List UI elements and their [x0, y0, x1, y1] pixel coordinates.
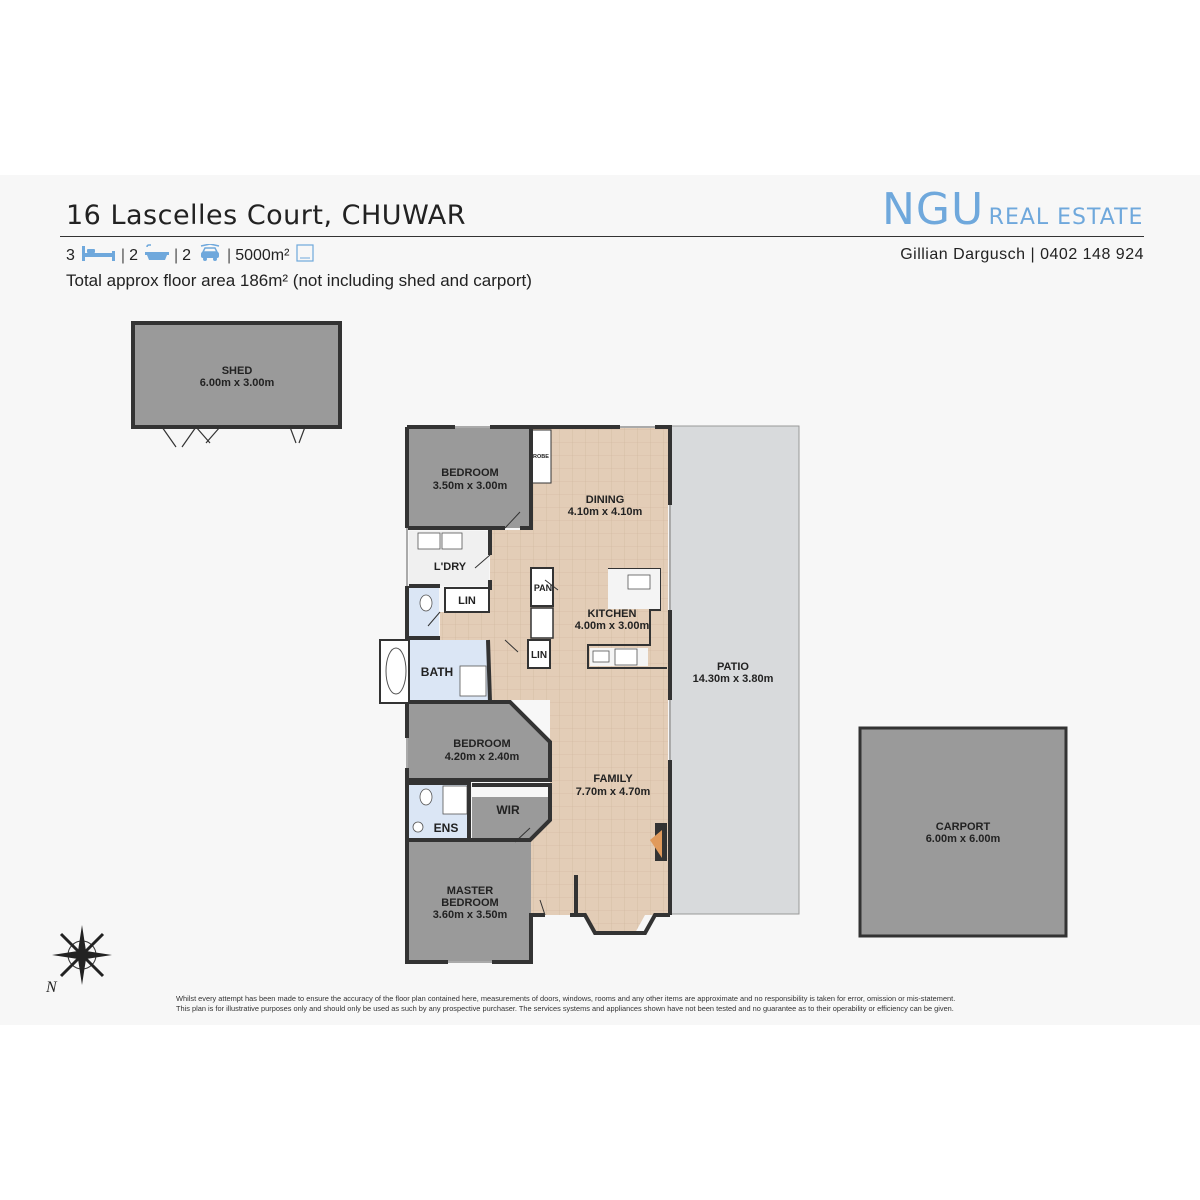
disclaimer: Whilst every attempt has been made to en… [176, 994, 1036, 1014]
shower-icon [459, 665, 487, 697]
family-label: FAMILY [593, 773, 633, 785]
bedroom-2-size: 4.20m x 2.40m [445, 751, 520, 763]
linen-cupboard-2 [527, 639, 551, 669]
disclaimer-line-1: Whilst every attempt has been made to en… [176, 994, 956, 1003]
toilet-icon [419, 594, 433, 612]
bathroom: BATH [379, 639, 490, 704]
oven-icon [592, 650, 610, 663]
master-label-1: MASTER [447, 885, 494, 897]
property-stats: 3 | 2 | 2 | 5000m² [66, 243, 315, 267]
compass-north-label: N [45, 979, 58, 996]
family-size: 7.70m x 4.70m [576, 786, 651, 798]
land-area-icon [295, 244, 315, 267]
carport: CARPORT 6.00m x 6.00m [858, 726, 1068, 938]
cooktop-icon [614, 648, 638, 666]
patio-size: 14.30m x 3.80m [693, 673, 774, 685]
property-address: 16 Lascelles Court, CHUWAR [66, 200, 467, 231]
bedroom-2: BEDROOM 4.20m x 2.40m [408, 702, 550, 780]
carport-size: 6.00m x 6.00m [926, 833, 1001, 845]
bed-icon [81, 244, 117, 267]
master-label-2: BEDROOM [441, 897, 498, 909]
dining-label: DINING [586, 494, 625, 506]
pantry [530, 567, 554, 607]
land-size: 5000m² [235, 246, 290, 264]
patio-label: PATIO [717, 661, 749, 673]
bedroom-1: BEDROOM 3.50m x 3.00m ROBE [407, 427, 552, 528]
living-floor [490, 427, 668, 933]
laundry-label: L'DRY [434, 561, 467, 573]
shed: SHED 6.00m x 3.00m [131, 321, 342, 448]
walk-in-robe: WIR [472, 797, 550, 840]
cars-count: 2 [182, 246, 192, 264]
header-rule [60, 236, 1144, 237]
windows [406, 426, 671, 963]
linen-cupboard-1 [444, 587, 490, 613]
agency-logo: NGU REAL ESTATE [882, 184, 1143, 235]
shed-size: 6.00m x 3.00m [200, 377, 275, 389]
bath-label: BATH [421, 665, 453, 679]
disclaimer-line-2: This plan is for illustrative purposes o… [176, 1004, 954, 1013]
robe-label: ROBE [533, 454, 549, 460]
shed-label: SHED [222, 365, 253, 377]
patio: PATIO 14.30m x 3.80m [669, 425, 800, 915]
car-icon [197, 243, 223, 267]
ensuite: ENS [409, 783, 469, 839]
pantry-label: PAN [534, 583, 552, 593]
doors [427, 511, 559, 916]
bathtub-icon [385, 647, 407, 695]
wir-label: WIR [496, 803, 520, 817]
baths-count: 2 [129, 246, 138, 264]
compass-rose: N [45, 925, 112, 996]
carport-label: CARPORT [936, 821, 991, 833]
kitchen-label: KITCHEN [588, 608, 637, 620]
kitchen-size: 4.00m x 3.00m [575, 620, 650, 632]
agent-contact: Gillian Dargusch | 0402 148 924 [900, 246, 1144, 263]
linen-2-label: LIN [531, 650, 547, 661]
floor-area-note: Total approx floor area 186m² (not inclu… [66, 271, 532, 290]
dining-size: 4.10m x 4.10m [568, 506, 643, 518]
beds-count: 3 [66, 246, 75, 264]
ens-label: ENS [434, 821, 459, 835]
logo-main: NGU [882, 184, 985, 235]
bedroom-2-label: BEDROOM [453, 738, 510, 750]
laundry: L'DRY [409, 531, 489, 586]
master-bedroom: MASTER BEDROOM 3.60m x 3.50m [408, 842, 531, 962]
bath-icon [144, 244, 170, 267]
walls [405, 425, 672, 964]
bedroom-1-size: 3.50m x 3.00m [433, 480, 508, 492]
linen-1-label: LIN [458, 595, 476, 607]
master-size: 3.60m x 3.50m [433, 909, 508, 921]
fridge [530, 607, 554, 639]
sink-icon [627, 574, 651, 590]
bedroom-1-label: BEDROOM [441, 467, 498, 479]
logo-sub: REAL ESTATE [988, 205, 1144, 230]
